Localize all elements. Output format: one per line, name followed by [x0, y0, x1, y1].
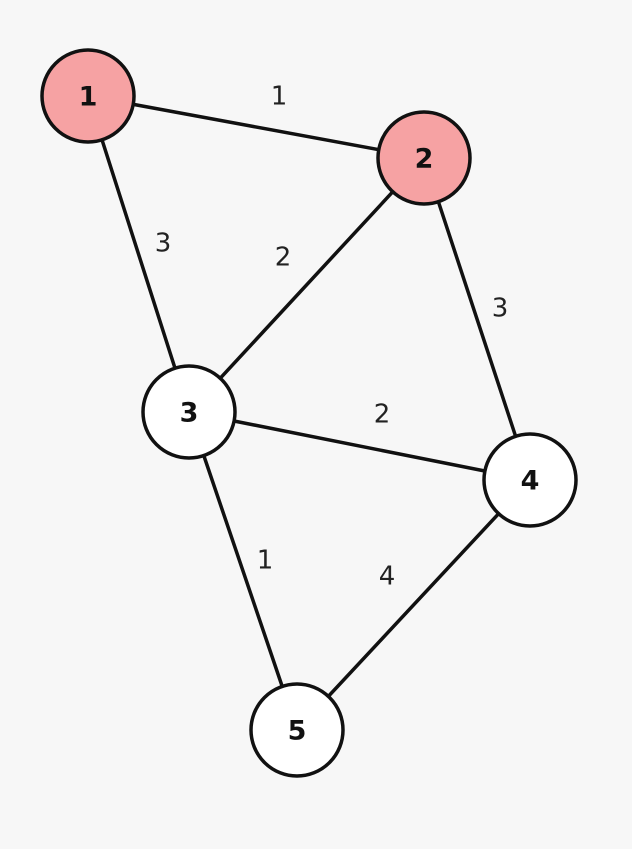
node-4-circle [482, 432, 578, 528]
node-1-label: 1 [79, 82, 98, 113]
edge-weight-2-3: 2 [275, 243, 292, 273]
nodes-layer: 1 2 3 4 5 [40, 48, 578, 778]
edge-weight-4-5: 4 [379, 562, 396, 592]
edge-1-2 [86, 94, 426, 160]
node-2-circle [376, 110, 472, 206]
edge-weight-2-4: 3 [492, 294, 509, 324]
node-1-circle [40, 48, 136, 144]
node-4-label: 4 [521, 466, 540, 497]
edge-weight-1-2: 1 [271, 82, 288, 112]
edge-2-4 [422, 156, 532, 482]
edge-2-3 [187, 156, 426, 414]
node-3-circle [141, 364, 237, 460]
node-3-label: 3 [180, 398, 199, 429]
node-5-circle [249, 682, 345, 778]
node-4: 4 [482, 432, 578, 528]
edge-weights-layer: 1 3 2 3 2 1 4 [155, 82, 509, 592]
edge-weight-1-3: 3 [155, 229, 172, 259]
edge-3-4 [187, 410, 532, 482]
node-5-label: 5 [288, 716, 307, 747]
edge-3-5 [187, 410, 299, 732]
edge-weight-3-5: 1 [257, 546, 274, 576]
node-3: 3 [141, 364, 237, 460]
node-5: 5 [249, 682, 345, 778]
node-1: 1 [40, 48, 136, 144]
edge-weight-3-4: 2 [374, 400, 391, 430]
node-2-label: 2 [415, 144, 434, 175]
edge-1-3 [86, 94, 191, 414]
edges-layer [86, 94, 532, 732]
node-2: 2 [376, 110, 472, 206]
edge-4-5 [295, 478, 532, 732]
